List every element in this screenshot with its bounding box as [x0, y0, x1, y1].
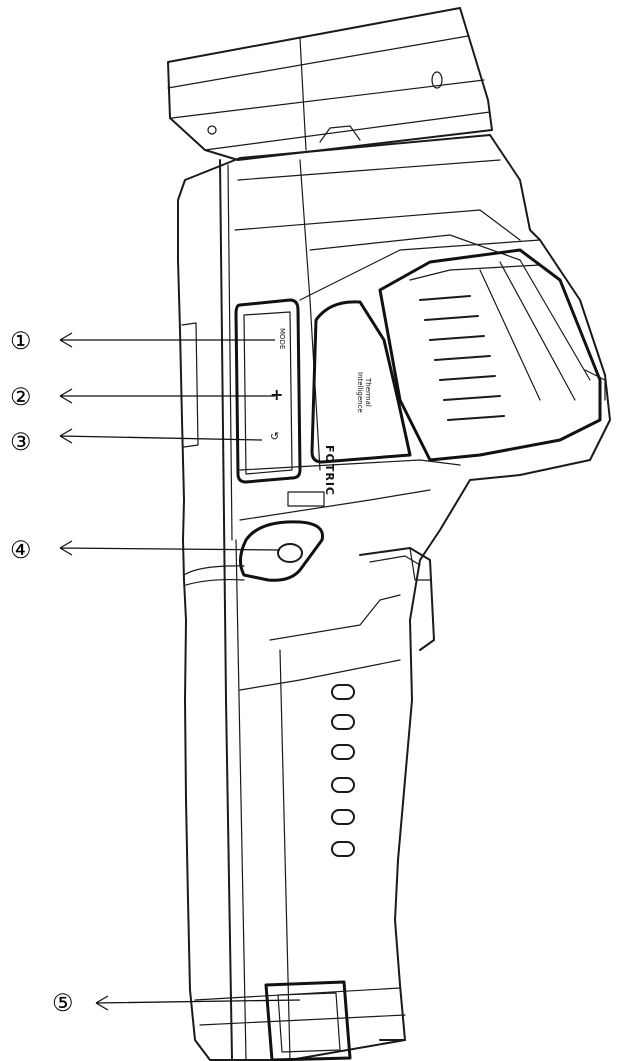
brand-tagline-line1: Thermal — [364, 377, 372, 407]
callout-4: ④ — [10, 536, 281, 564]
button-back-label: ↺ — [270, 430, 279, 443]
callout-2-number: ② — [10, 383, 32, 411]
callout-3-number: ③ — [10, 428, 32, 456]
button-plus-label: + — [270, 385, 283, 404]
callout-2-arrow — [59, 388, 275, 404]
callout-1-arrow — [59, 332, 275, 348]
brand-tagline-line2: Intelligence — [356, 372, 364, 413]
brand-logo: FOTRIC — [323, 445, 336, 496]
callout-5-number: ⑤ — [52, 989, 74, 1017]
callout-3-arrow — [59, 428, 263, 444]
callout-5-arrow — [95, 995, 301, 1011]
callout-2: ② — [10, 383, 275, 411]
button-mode-label: MODE — [278, 328, 286, 349]
rear-vent-ribs — [419, 295, 505, 421]
camera-main-body: MODE + ↺ Thermal Intelligence FOTRIC — [177, 134, 611, 1061]
callout-1-number: ① — [10, 327, 32, 355]
callout-4-arrow — [59, 540, 281, 556]
handle-grip-ribs — [331, 684, 355, 857]
callout-4-number: ④ — [10, 536, 32, 564]
callout-5: ⑤ — [52, 989, 301, 1017]
callout-3: ③ — [10, 428, 263, 456]
callout-1: ① — [10, 327, 275, 355]
camera-top-screen — [167, 7, 493, 161]
